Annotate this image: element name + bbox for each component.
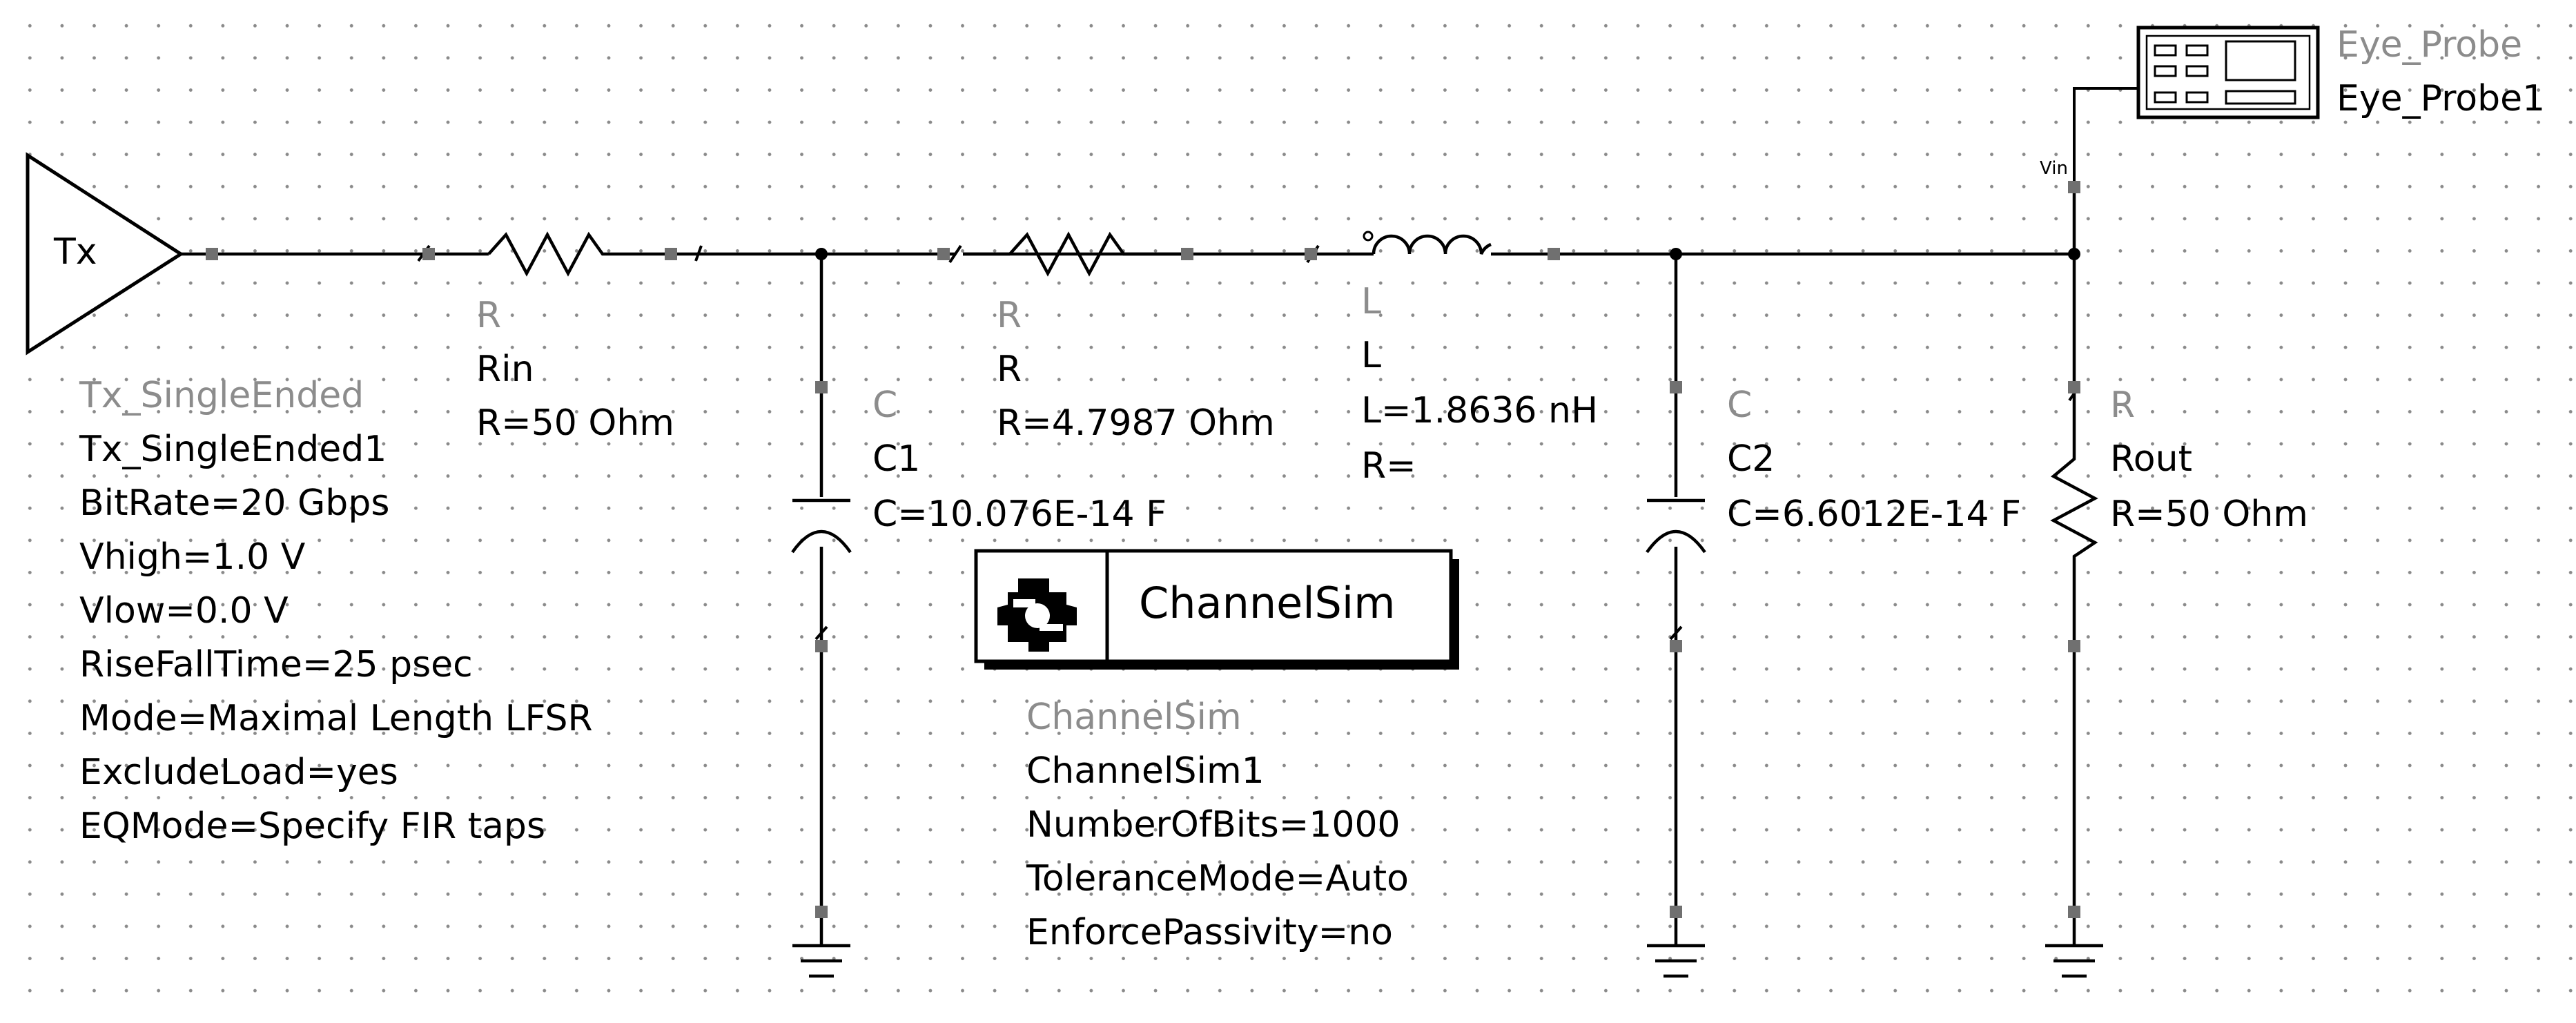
tx-param-vlow: Vlow=0.0 V — [79, 590, 289, 632]
tx-param-mode: Mode=Maximal Length LFSR — [79, 698, 593, 739]
channelsim-instance-label: ChannelSim1 — [1026, 750, 1265, 792]
tx-param-eqmode: EQMode=Specify FIR taps — [79, 806, 545, 847]
c2-type-label: C — [1727, 384, 1752, 426]
pins — [206, 181, 2080, 918]
channelsim-param-passivity: EnforcePassivity=no — [1026, 912, 1393, 953]
l-param-r: R= — [1361, 445, 1416, 487]
c2-instance-label: C2 — [1727, 438, 1775, 480]
channelsim-box-label: ChannelSim — [1139, 578, 1396, 628]
ground-rout — [2045, 944, 2103, 978]
l-type-label: L — [1361, 281, 1381, 322]
resistor-rin[interactable] — [442, 231, 668, 277]
rout-type-label: R — [2110, 384, 2135, 426]
resistor-rout[interactable] — [2050, 442, 2098, 566]
channelsim-controller[interactable]: ChannelSim — [974, 549, 1459, 670]
capacitor-c1[interactable] — [791, 498, 852, 554]
eye-probe-instance-label: Eye_Probe1 — [2336, 78, 2545, 119]
ground-c2 — [1647, 944, 1705, 978]
r-instance-label: R — [997, 349, 1022, 390]
c1-instance-label: C1 — [872, 438, 920, 480]
channelsim-param-bits: NumberOfBits=1000 — [1026, 804, 1401, 846]
l-param-l: L=1.8636 nH — [1361, 390, 1598, 431]
eye-probe-symbol[interactable] — [2136, 26, 2320, 119]
inductor-l[interactable] — [1315, 231, 1557, 256]
c1-param-c: C=10.076E-14 F — [872, 494, 1167, 535]
tx-type-label: Tx_SingleEnded — [79, 375, 364, 416]
r-type-label: R — [997, 295, 1022, 336]
gear-icon — [997, 578, 1077, 652]
main-wire — [181, 87, 2138, 946]
rin-instance-label: Rin — [476, 349, 534, 390]
tx-symbol[interactable]: Tx — [26, 152, 184, 355]
c2-param-c: C=6.6012E-14 F — [1727, 494, 2021, 535]
l-instance-label: L — [1361, 335, 1381, 376]
capacitor-c2[interactable] — [1646, 498, 1706, 554]
ground-c1 — [792, 944, 850, 978]
eye-probe-type-label: Eye_Probe — [2336, 24, 2522, 66]
eye-probe-pin-label: Vin — [2040, 158, 2068, 179]
c1-type-label: C — [872, 384, 897, 426]
tx-param-vhigh: Vhigh=1.0 V — [79, 536, 306, 578]
resistor-r[interactable] — [963, 231, 1186, 277]
rin-type-label: R — [476, 295, 501, 336]
tx-param-risefall: RiseFallTime=25 psec — [79, 644, 473, 685]
tx-symbol-label: Tx — [53, 231, 97, 273]
rout-instance-label: Rout — [2110, 438, 2192, 480]
tx-instance-label: Tx_SingleEnded1 — [79, 429, 387, 470]
channelsim-type-label: ChannelSim — [1026, 696, 1242, 738]
rin-param-r: R=50 Ohm — [476, 402, 674, 444]
r-param-r: R=4.7987 Ohm — [997, 402, 1275, 444]
tx-param-bitrate: BitRate=20 Gbps — [79, 483, 389, 524]
channelsim-param-tolerance: ToleranceMode=Auto — [1026, 858, 1409, 899]
rout-param-r: R=50 Ohm — [2110, 494, 2308, 535]
tx-param-excludeload: ExcludeLoad=yes — [79, 752, 398, 793]
